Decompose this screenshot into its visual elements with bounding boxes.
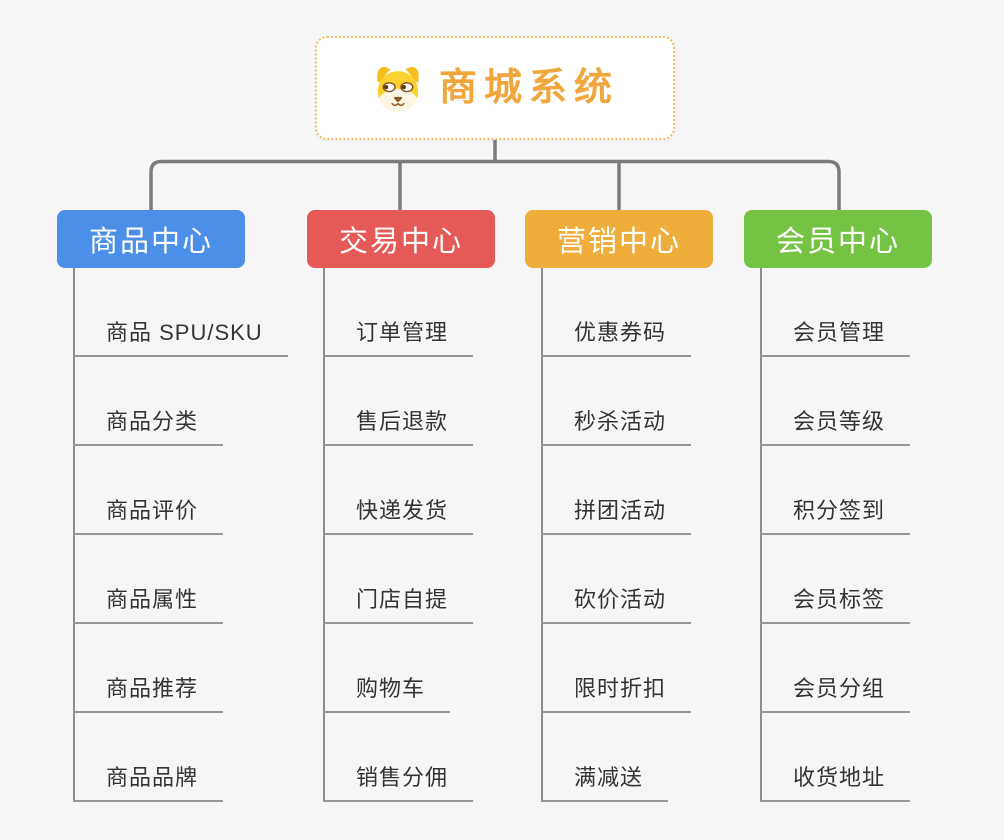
child-topic[interactable]: 会员分组	[760, 667, 911, 713]
child-topic[interactable]: 商品推荐	[73, 667, 224, 713]
root-title: 商城系统	[438, 67, 619, 109]
child-topic[interactable]: 快递发货	[323, 489, 474, 535]
branch-header-member[interactable]: 会员中心	[744, 210, 932, 268]
child-topic[interactable]: 会员管理	[760, 311, 911, 357]
root-node[interactable]: 商城系统	[315, 36, 675, 140]
child-topic[interactable]: 商品属性	[73, 578, 224, 624]
child-topic[interactable]: 门店自提	[323, 578, 474, 624]
child-topic[interactable]: 收货地址	[760, 756, 911, 802]
child-topic[interactable]: 积分签到	[760, 489, 911, 535]
branch-marketing: 营销中心 优惠券码 秒杀活动 拼团活动 砍价活动 限时折扣 满减送	[525, 0, 713, 840]
child-topic[interactable]: 满减送	[541, 756, 669, 802]
child-topic[interactable]: 商品 SPU/SKU	[73, 311, 288, 357]
child-topic[interactable]: 优惠券码	[541, 311, 692, 357]
child-topic[interactable]: 购物车	[323, 667, 451, 713]
child-topic[interactable]: 订单管理	[323, 311, 474, 357]
child-topic[interactable]: 会员标签	[760, 578, 911, 624]
branch-trunk-line	[323, 268, 325, 802]
child-topic[interactable]: 会员等级	[760, 400, 911, 446]
child-topic[interactable]: 售后退款	[323, 400, 474, 446]
branch-trunk-line	[73, 268, 75, 802]
branch-trunk-line	[541, 268, 543, 802]
child-topic[interactable]: 秒杀活动	[541, 400, 692, 446]
branch-member: 会员中心 会员管理 会员等级 积分签到 会员标签 会员分组 收货地址	[744, 0, 932, 840]
child-topic[interactable]: 商品评价	[73, 489, 224, 535]
child-topic[interactable]: 商品分类	[73, 400, 224, 446]
child-topic[interactable]: 拼团活动	[541, 489, 692, 535]
child-topic[interactable]: 销售分佣	[323, 756, 474, 802]
branch-product: 商品中心 商品 SPU/SKU 商品分类 商品评价 商品属性 商品推荐 商品品牌	[57, 0, 288, 840]
branch-header-trade[interactable]: 交易中心	[307, 210, 495, 268]
connector-path	[149, 140, 841, 210]
child-topic[interactable]: 砍价活动	[541, 578, 692, 624]
branch-header-marketing[interactable]: 营销中心	[525, 210, 713, 268]
branch-trade: 交易中心 订单管理 售后退款 快递发货 门店自提 购物车 销售分佣	[307, 0, 495, 840]
shiba-dog-icon	[377, 67, 419, 112]
child-topic[interactable]: 限时折扣	[541, 667, 692, 713]
child-topic[interactable]: 商品品牌	[73, 756, 224, 802]
branch-trunk-line	[760, 268, 762, 802]
branch-header-product[interactable]: 商品中心	[57, 210, 245, 268]
